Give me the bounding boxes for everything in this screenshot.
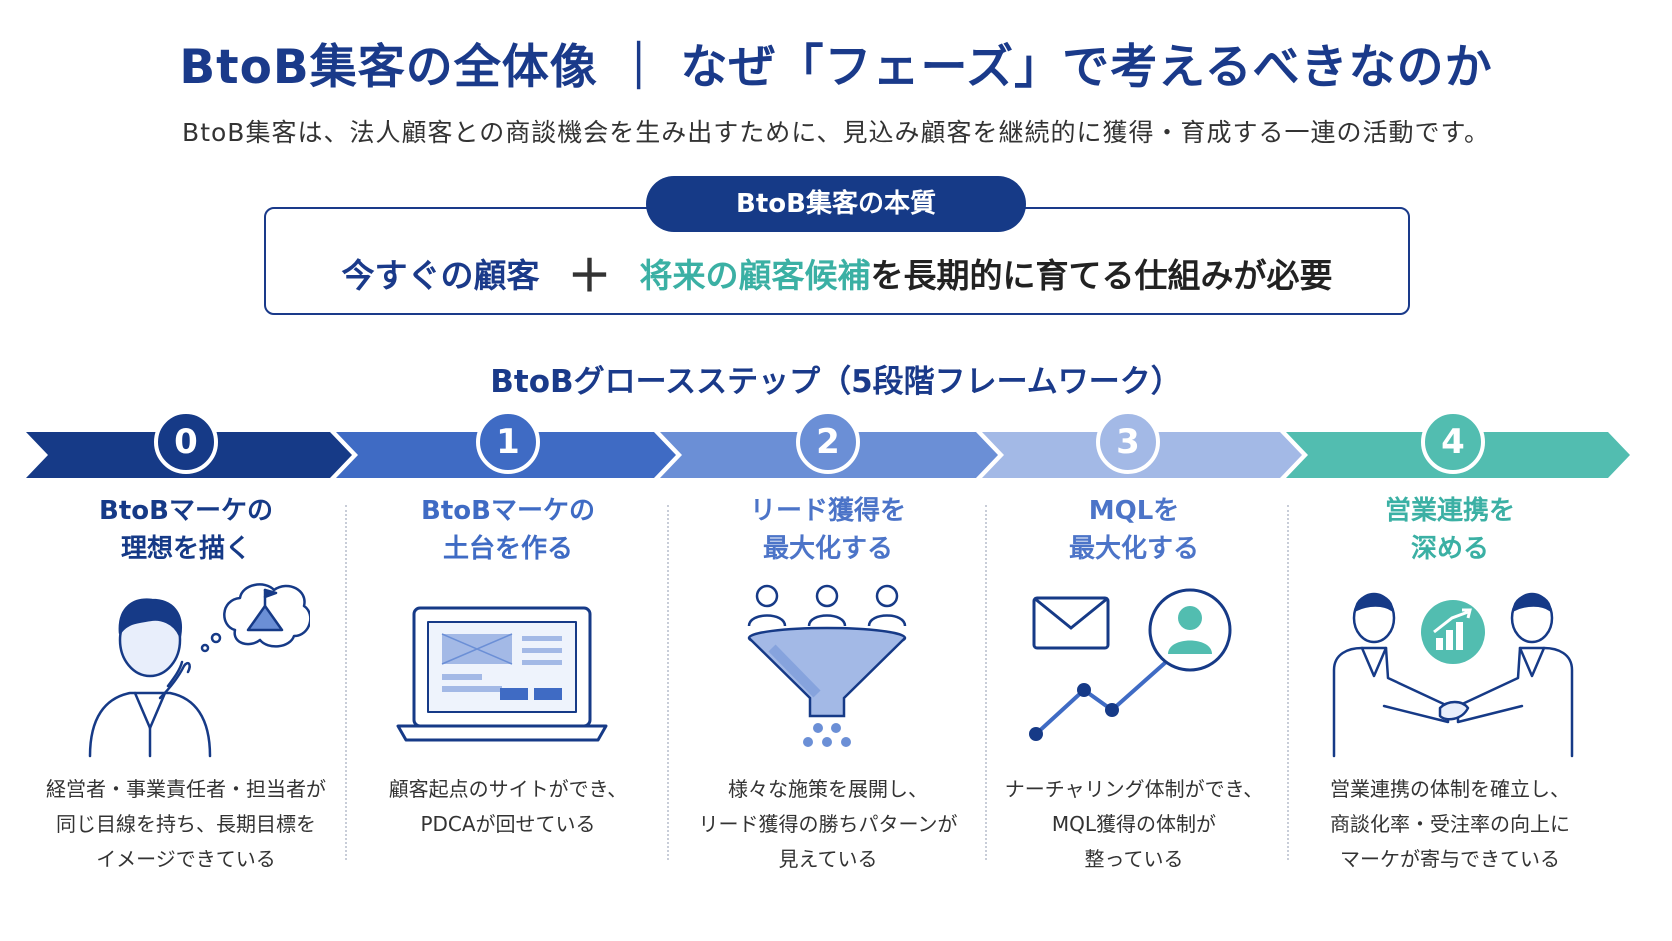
step-heading-1: BtoBマーケの 土台を作る	[421, 496, 595, 564]
handshake-icon	[1332, 592, 1574, 758]
step-badge-3: 3	[1096, 410, 1160, 474]
thinking-person-icon	[88, 583, 310, 758]
essence-part-future: 将来の顧客候補	[639, 256, 871, 295]
mail-growth-icon	[1029, 588, 1232, 741]
step-heading-3: MQLを 最大化する	[1068, 496, 1199, 564]
essence-part-current: 今すぐの顧客	[341, 256, 540, 295]
funnel-icon	[747, 584, 907, 747]
plus-icon: ＋	[567, 251, 612, 302]
page-subtitle: BtoB集客は、法人顧客との商談機会を生み出すために、見込み顧客を継続的に獲得・…	[182, 118, 1490, 147]
step-heading-2: リード獲得を 最大化する	[749, 496, 906, 564]
column-divider	[1287, 505, 1289, 860]
essence-statement: 今すぐの顧客 ＋ 将来の顧客候補を長期的に育てる仕組みが必要	[264, 240, 1410, 304]
step-badge-2: 2	[796, 410, 860, 474]
step-description-1: 顧客起点のサイトができ、 PDCAが回せている	[388, 777, 628, 836]
column-divider	[667, 505, 669, 860]
step-heading-0: BtoBマーケの 理想を描く	[99, 496, 273, 564]
column-divider	[345, 505, 347, 860]
column-divider	[985, 505, 987, 860]
step-badge-0: 0	[154, 410, 218, 474]
page-title: BtoB集客の全体像 ｜ なぜ「フェーズ」で考えるべきなのか	[179, 40, 1493, 95]
step-badge-1: 1	[476, 410, 540, 474]
step-description-2: 様々な施策を展開し、 リード獲得の勝ちパターンが 見えている	[698, 777, 958, 871]
step-description-0: 経営者・事業責任者・担当者が 同じ目線を持ち、長期目標を イメージできている	[46, 777, 326, 871]
step-description-4: 営業連携の体制を確立し、 商談化率・受注率の向上に マーケが寄与できている	[1330, 777, 1570, 871]
essence-part-rest: を長期的に育てる仕組みが必要	[870, 256, 1333, 295]
essence-label: BtoB集客の本質	[646, 176, 1026, 232]
step-description-3: ナーチャリング体制ができ、 MQL獲得の体制が 整っている	[1004, 777, 1264, 871]
step-badge-4: 4	[1421, 410, 1485, 474]
step-heading-4: 営業連携を 深める	[1384, 496, 1515, 564]
laptop-icon	[396, 606, 608, 742]
framework-title: BtoBグロースステップ（5段階フレームワーク）	[490, 364, 1182, 400]
